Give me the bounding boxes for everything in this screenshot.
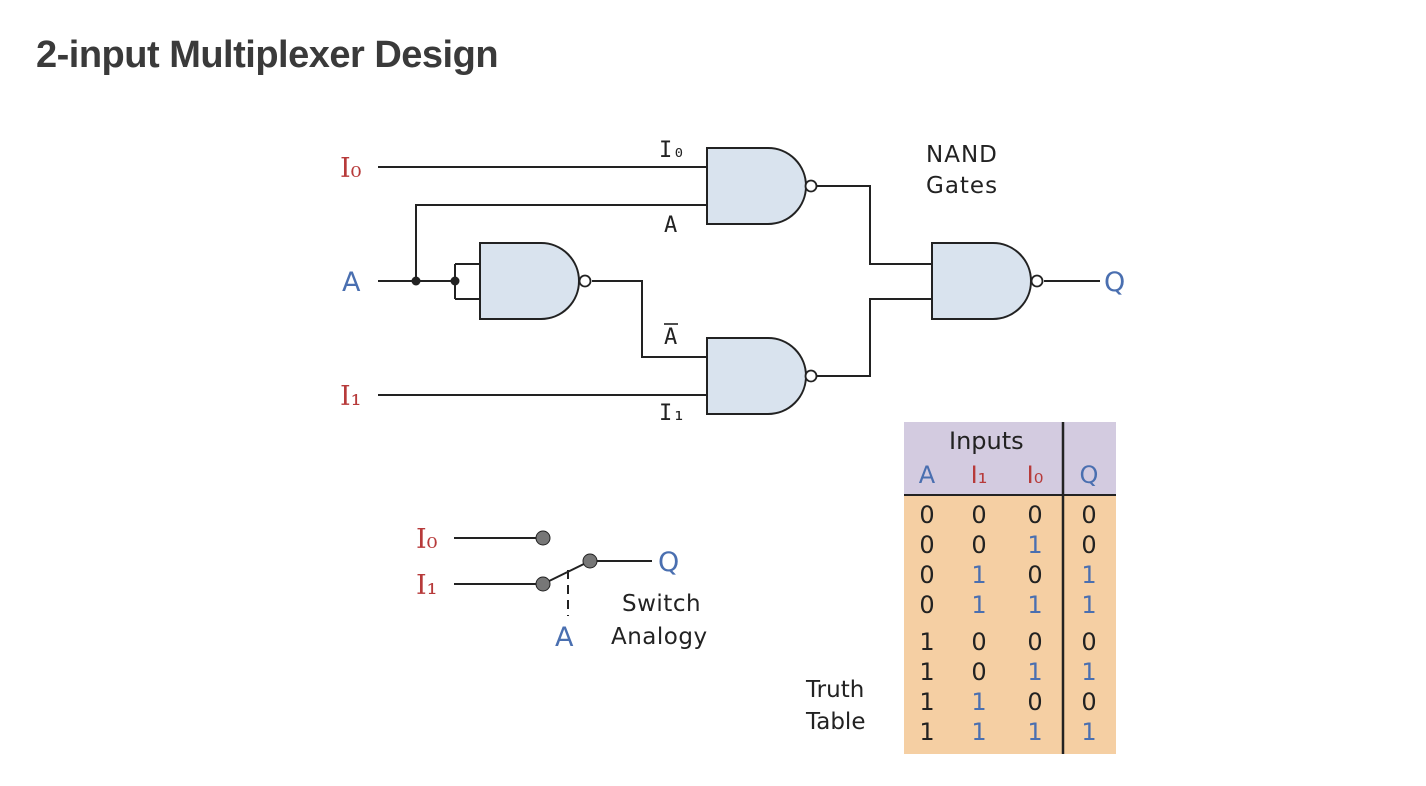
switch-label-i0: I₀ [416,524,438,555]
nand-gates-label-line2: Gates [926,173,998,199]
nand-gate-bottom [706,337,818,415]
truth-table-cell: 0 [971,658,986,686]
truth-table-cell: 1 [1081,591,1096,619]
truth-table-cell: 0 [971,628,986,656]
truth-table-cell: 1 [1027,658,1042,686]
switch-label-i1: I₁ [416,570,438,601]
nand-gate-output [931,242,1044,320]
label-a-bar-gate: A [664,325,677,350]
truth-table-row: 1 0 1 1 [919,658,1096,686]
switch-contact-q [582,553,598,569]
truth-table-cell: 0 [1027,628,1042,656]
truth-table-cell: 1 [971,591,986,619]
truth-table-cell: 0 [1027,501,1042,529]
truth-table-caption-line1: Truth [805,677,864,703]
nand-gate-inverter [479,242,592,320]
truth-table-cell: 1 [919,688,934,716]
truth-table-cell: 1 [971,688,986,716]
truth-table-cell: 1 [971,718,986,746]
label-i0-input: I₀ [340,153,362,184]
nand-gate-top [706,147,818,225]
truth-table-col-header: A [919,461,936,489]
page-title: 2-input Multiplexer Design [36,34,499,76]
label-a-input: A [342,267,361,298]
switch-contact-i0 [535,530,551,546]
truth-table-cell: 0 [1081,501,1096,529]
truth-table-group-header: Inputs [949,427,1024,455]
switch-contact-i1 [535,576,551,592]
truth-table-cell: 0 [919,591,934,619]
label-a-gate: A [664,213,677,238]
truth-table-cell: 1 [1027,718,1042,746]
truth-table-cell: 0 [919,501,934,529]
truth-table-cell: 0 [1027,561,1042,589]
wire-a-top [415,204,707,281]
label-i1-gate: I₁ [659,401,686,426]
truth-table-cell: 0 [1081,688,1096,716]
truth-table-row: 1 0 0 0 [919,628,1096,656]
truth-table-cell: 0 [1027,688,1042,716]
truth-table-col-header: Q [1080,461,1099,489]
switch-label-a: A [555,622,574,653]
truth-table-row: 0 1 1 1 [919,591,1096,619]
label-i1-input: I₁ [340,381,362,412]
truth-table-col-header: I₁ [971,461,988,489]
switch-caption-line1: Switch [622,591,701,617]
truth-table-cell: 0 [1081,628,1096,656]
junction-dot [411,276,421,286]
truth-table-header-bg [904,422,1116,495]
truth-table-cell: 0 [919,561,934,589]
truth-table-col-header: I₀ [1027,461,1044,489]
wire-top-out [817,185,932,265]
truth-table-cell: 0 [1081,531,1096,559]
switch-caption-line2: Analogy [611,624,708,650]
wire-bottom-out [817,298,932,377]
truth-table-cell: 1 [1081,561,1096,589]
truth-table-cell: 1 [1027,591,1042,619]
truth-table-cell: 1 [1081,658,1096,686]
truth-table-column-headers: A I₁ I₀ Q [919,461,1099,489]
truth-table-caption-line2: Table [805,709,865,735]
truth-table-cell: 1 [971,561,986,589]
label-i0-gate: I₀ [659,138,686,163]
truth-table-cell: 1 [919,658,934,686]
truth-table-cell: 1 [1081,718,1096,746]
truth-table-row: 0 1 0 1 [919,561,1096,589]
switch-analogy [454,530,652,616]
truth-table-row: 1 1 0 0 [919,688,1096,716]
junction-dot [450,276,460,286]
truth-table-cell: 1 [1027,531,1042,559]
truth-table-cell: 1 [919,628,934,656]
truth-table-cell: 1 [919,718,934,746]
truth-table-cell: 0 [919,531,934,559]
nand-gates-label-line1: NAND [926,142,998,168]
circuit-wires [378,166,1100,396]
truth-table-cell: 0 [971,531,986,559]
label-q-output: Q [1104,267,1125,298]
truth-table-row: 0 0 0 0 [919,501,1096,529]
truth-table-cell: 0 [971,501,986,529]
truth-table-row: 0 0 1 0 [919,531,1096,559]
switch-label-q: Q [658,547,679,578]
truth-table-row: 1 1 1 1 [919,718,1096,746]
truth-table-body-bg [904,495,1116,754]
wire-a-bar [592,280,707,358]
